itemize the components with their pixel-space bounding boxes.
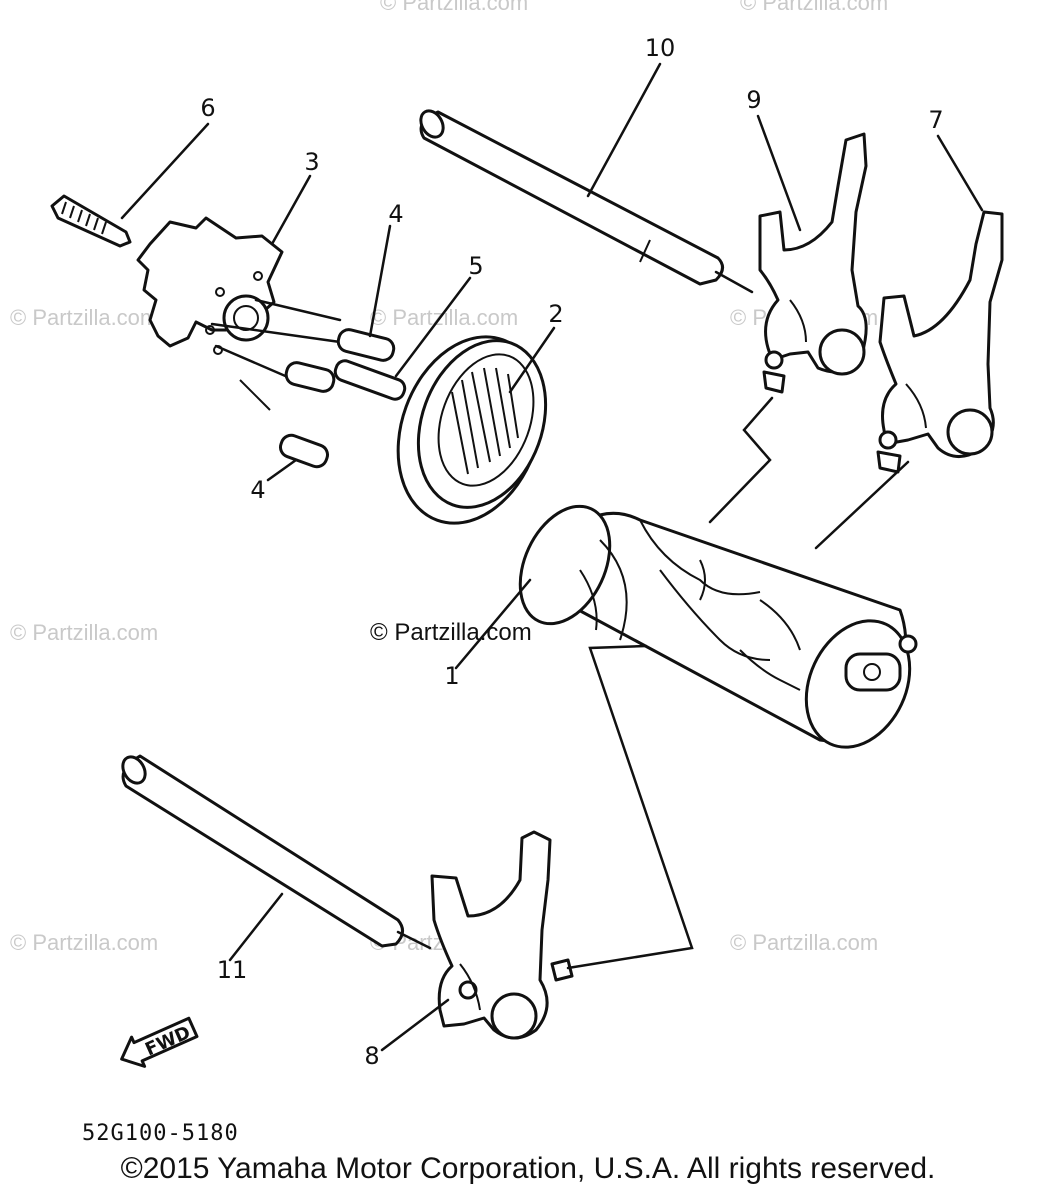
copyright-notice: ©2015 Yamaha Motor Corporation, U.S.A. A… <box>120 1152 936 1185</box>
part-10-shift-fork-shaft <box>419 109 754 294</box>
watermark-text: © Partzilla.com <box>10 620 158 645</box>
callout-1: 1 <box>444 662 459 690</box>
callout-numbers: 10 9 7 6 3 4 5 2 4 1 11 8 <box>200 34 943 1070</box>
part-3-segment <box>136 216 342 411</box>
watermark-text: © Partzilla.com <box>10 305 158 330</box>
part-11-shift-fork-shaft <box>121 754 432 950</box>
callout-5: 5 <box>468 252 483 280</box>
part-2-bearing <box>396 335 548 525</box>
leader-lines <box>120 62 984 1052</box>
callout-3: 3 <box>304 148 319 176</box>
callout-8: 8 <box>364 1042 379 1070</box>
watermark-main: © Partzilla.com <box>370 619 532 646</box>
callout-6: 6 <box>200 94 215 122</box>
callout-11: 11 <box>217 956 248 984</box>
part-7-shift-fork <box>876 210 1004 474</box>
watermark-text: © Partzilla.com <box>370 305 518 330</box>
part-9-shift-fork <box>758 132 868 394</box>
callout-4-lower: 4 <box>250 476 265 504</box>
callout-4-upper: 4 <box>388 200 403 228</box>
callout-9: 9 <box>746 86 761 114</box>
callout-10: 10 <box>645 34 676 62</box>
watermark-text: © Partzilla.com <box>10 930 158 955</box>
callout-7: 7 <box>928 106 943 134</box>
watermark-text: © Partzilla.com <box>730 930 878 955</box>
fwd-arrow: FWD <box>120 1016 199 1068</box>
diagram-code: 52G100-5180 <box>82 1121 239 1146</box>
watermark-text: © Partzilla.com <box>740 0 888 15</box>
watermark-text: © Partzilla.com <box>380 0 528 15</box>
callout-2: 2 <box>548 300 563 328</box>
part-6-bolt <box>50 194 132 248</box>
part-4-5-pins <box>279 328 407 469</box>
part-1-shift-drum <box>518 504 918 749</box>
part-8-shift-fork <box>430 830 574 1040</box>
